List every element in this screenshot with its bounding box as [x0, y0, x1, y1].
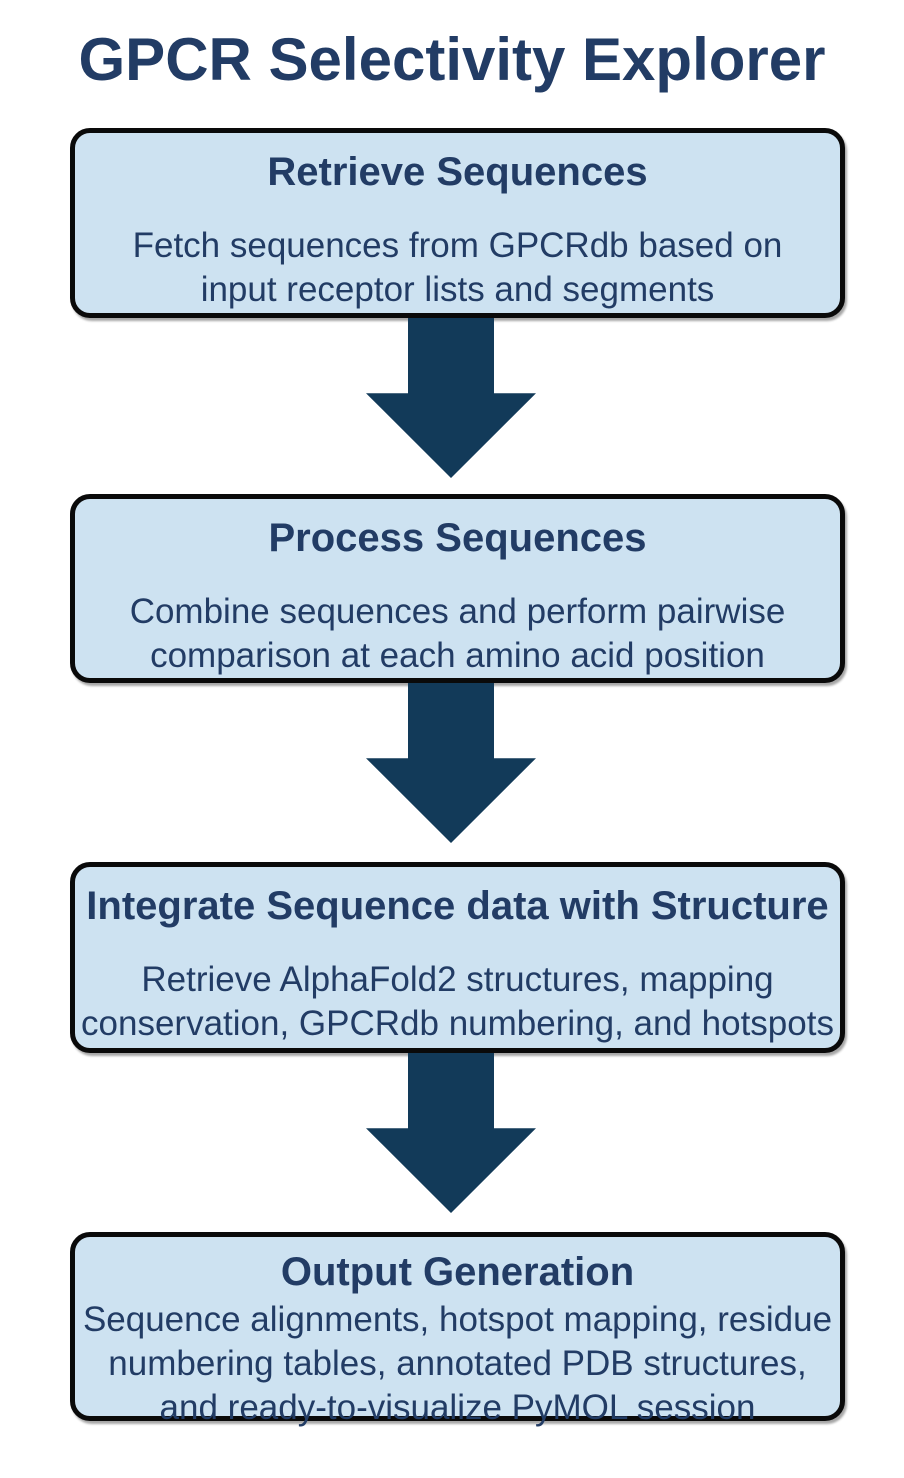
step-box-retrieve-sequences: Retrieve Sequences Fetch sequences from …: [70, 128, 845, 318]
step-description: Fetch sequences from GPCRdb based on inp…: [132, 226, 783, 310]
step-description: Sequence alignments, hotspot mapping, re…: [82, 1300, 833, 1428]
down-arrow-icon: [366, 683, 536, 843]
page-title: GPCR Selectivity Explorer: [78, 26, 826, 93]
step-title: Output Generation: [280, 1250, 635, 1294]
step-title: Retrieve Sequences: [267, 150, 648, 194]
step-box-output-generation: Output Generation Sequence alignments, h…: [70, 1232, 845, 1427]
step-description: Retrieve AlphaFold2 structures, mapping …: [81, 960, 834, 1044]
step-box-integrate-sequence-structure: Integrate Sequence data with Structure R…: [70, 862, 845, 1053]
down-arrow-icon: [366, 318, 536, 478]
step-description: Combine sequences and perform pairwise c…: [129, 592, 786, 676]
step-title: Process Sequences: [268, 516, 647, 560]
step-box-process-sequences: Process Sequences Combine sequences and …: [70, 494, 845, 683]
step-title: Integrate Sequence data with Structure: [86, 884, 829, 928]
down-arrow-icon: [366, 1053, 536, 1213]
